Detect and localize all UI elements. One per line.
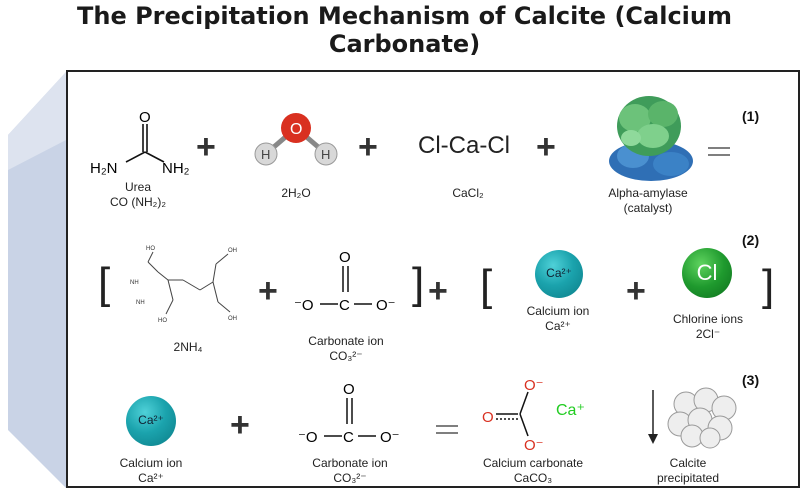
water-hydrogen-right: H	[321, 147, 330, 162]
urea-oxygen: O	[139, 110, 151, 126]
svg-text:O⁻: O⁻	[380, 429, 400, 446]
water-hydrogen-left: H	[261, 147, 270, 162]
plus-sign: +	[626, 272, 646, 310]
chlorine-formula: 2Cl⁻	[695, 327, 721, 341]
urea-formula: CO (NH₂)₂	[110, 195, 166, 209]
plus-sign: +	[428, 272, 448, 310]
svg-text:O: O	[482, 409, 494, 426]
zoom-wedge	[8, 72, 66, 488]
diagram-frame: (1) O H₂N NH₂ Urea CO (NH₂)₂ + O H H 2H₂…	[66, 70, 800, 488]
carbonate-ion-structure: O C ⁻O O⁻	[294, 249, 396, 314]
reaction-3-number: (3)	[742, 372, 760, 388]
calcium-ion-symbol: Ca²⁺	[138, 413, 164, 427]
svg-text:O⁻: O⁻	[524, 377, 544, 394]
svg-text:O: O	[343, 381, 355, 398]
equals-sign	[708, 147, 730, 156]
svg-text:C: C	[343, 429, 354, 446]
edta-label: 2NH₄	[173, 340, 203, 354]
svg-text:⁻O: ⁻O	[298, 429, 318, 446]
svg-text:NH: NH	[136, 300, 145, 306]
bracket-right: ]	[412, 259, 425, 308]
urea-structure: O H₂N NH₂	[90, 110, 190, 177]
plus-sign: +	[536, 128, 556, 166]
calcium-carbonate-structure: O O⁻ O⁻	[482, 377, 544, 452]
plus-sign: +	[230, 406, 250, 444]
edta-structure: HO OH HO OH NH NH	[130, 246, 237, 324]
bracket-right: ]	[762, 261, 775, 310]
chlorine-label: Chlorine ions	[672, 312, 744, 326]
calcium-ion-icon: Ca²⁺	[535, 250, 583, 298]
plus-sign: +	[358, 128, 378, 166]
plus-sign: +	[258, 272, 278, 310]
calcium-ion-icon: Ca²⁺	[126, 396, 176, 446]
calcite-crystals-icon	[667, 387, 737, 449]
calcium-ion-symbol: Ca²⁺	[546, 266, 572, 280]
urea-h2n: H₂N	[90, 160, 118, 177]
chlorine-ion-icon: Cl	[682, 248, 732, 298]
urea-label: Urea	[124, 180, 151, 194]
urea-nh2: NH₂	[162, 160, 190, 177]
bracket-left: [	[480, 261, 493, 310]
water-label: 2H₂O	[281, 186, 311, 200]
water-molecule: O H H	[254, 113, 338, 166]
cacl2-structure: Cl-Ca-Cl	[418, 132, 510, 159]
alpha-amylase-enzyme-icon	[609, 96, 693, 181]
reaction-2-number: (2)	[742, 232, 760, 248]
down-arrow-icon	[648, 390, 658, 444]
equals-sign	[436, 425, 458, 434]
svg-text:OH: OH	[228, 316, 237, 322]
carbonate-label: Carbonate ion	[308, 334, 384, 348]
svg-text:O⁻: O⁻	[376, 297, 396, 314]
calcium-formula: Ca²⁺	[138, 471, 164, 485]
svg-text:HO: HO	[158, 318, 167, 324]
svg-text:HO: HO	[146, 246, 155, 252]
calcite-precipitated-label: precipitated	[656, 471, 720, 485]
carbonate-ion-structure: O C ⁻O O⁻	[298, 381, 400, 446]
bracket-left: [	[98, 259, 111, 308]
plus-sign: +	[196, 128, 216, 166]
carbonate-formula: CO₃²⁻	[333, 471, 367, 485]
page-title: The Precipitation Mechanism of Calcite (…	[76, 2, 732, 58]
caco3-calcium-ion: Ca⁺	[556, 402, 585, 419]
calcium-label: Calcium ion	[119, 456, 183, 470]
svg-text:⁻O: ⁻O	[294, 297, 314, 314]
calcium-formula: Ca²⁺	[545, 319, 571, 333]
water-oxygen: O	[290, 121, 302, 138]
svg-text:O⁻: O⁻	[524, 437, 544, 452]
caco3-label: Calcium carbonate	[482, 456, 584, 470]
svg-text:OH: OH	[228, 248, 237, 254]
chlorine-ion-symbol: Cl	[696, 260, 718, 285]
svg-text:O: O	[339, 249, 351, 266]
calcite-label: Calcite	[669, 456, 707, 470]
enzyme-catalyst-label: (catalyst)	[623, 201, 673, 215]
svg-text:NH: NH	[130, 280, 139, 286]
svg-text:C: C	[339, 297, 350, 314]
carbonate-formula: CO₃²⁻	[329, 349, 363, 363]
cacl2-label: CaCl₂	[452, 186, 484, 200]
carbonate-label: Carbonate ion	[312, 456, 388, 470]
enzyme-label: Alpha-amylase	[608, 186, 688, 200]
calcium-label: Calcium ion	[526, 304, 590, 318]
caco3-formula: CaCO₃	[513, 471, 553, 485]
reaction-1-number: (1)	[742, 108, 760, 124]
